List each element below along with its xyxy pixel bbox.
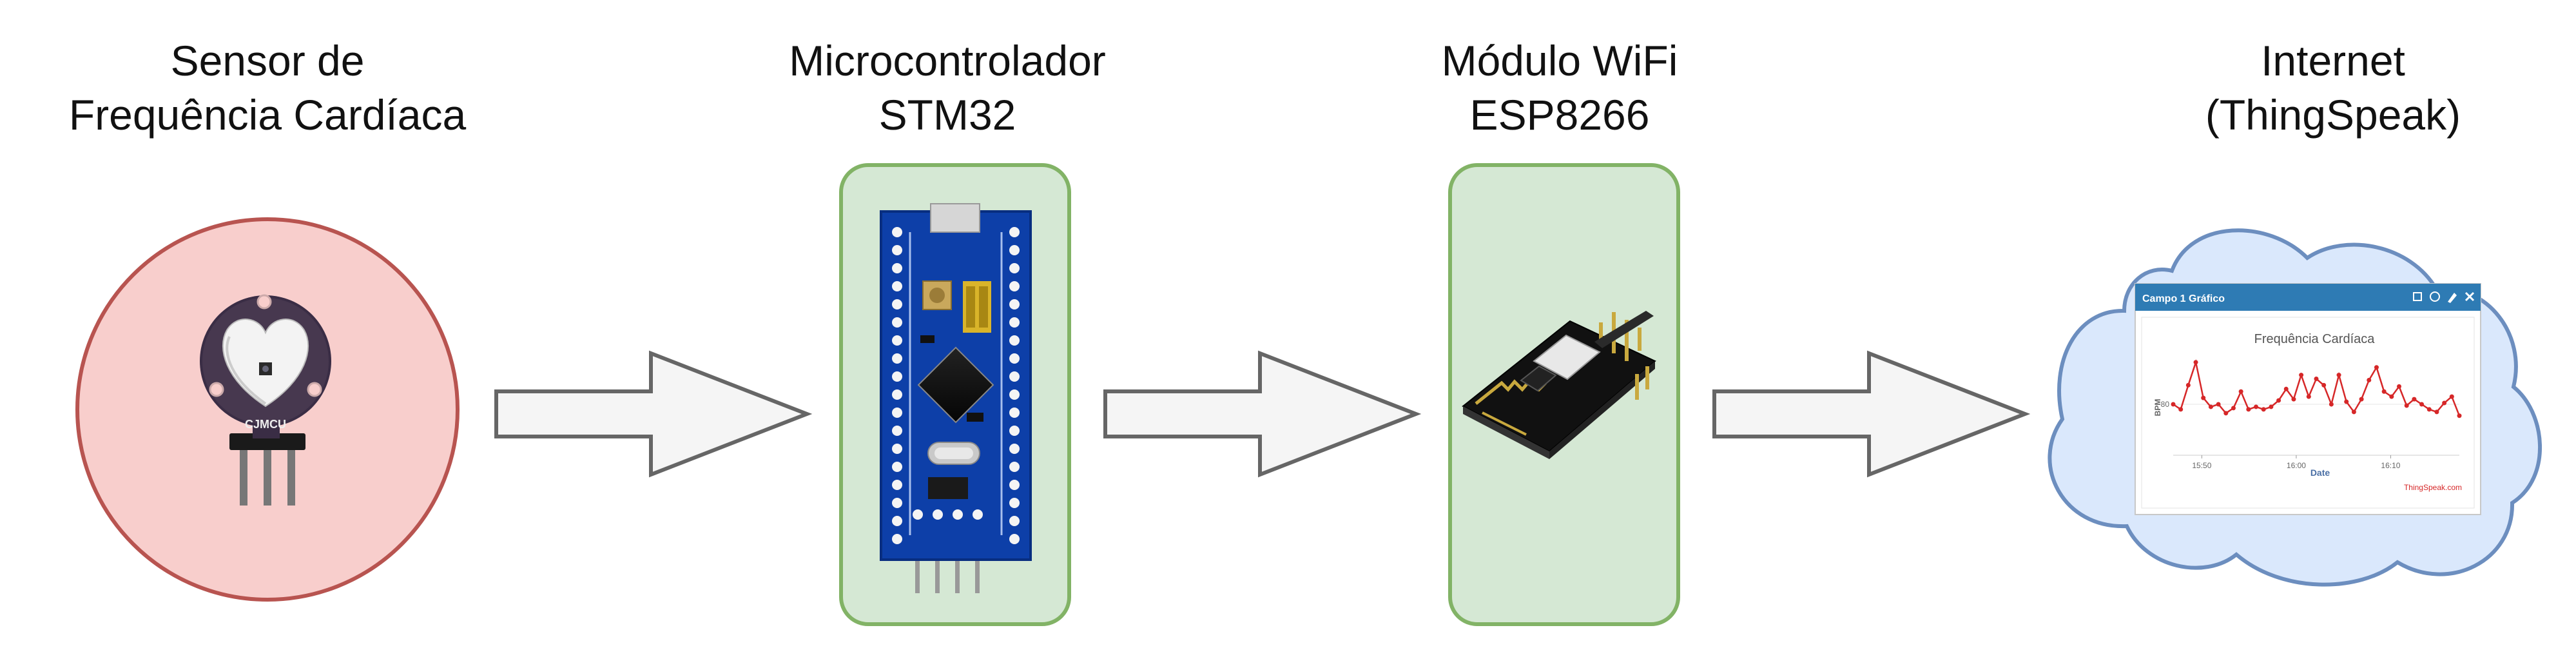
data-point (2185, 382, 2191, 388)
sensor-icon: CJMCU (200, 294, 331, 506)
data-point (2291, 397, 2296, 402)
data-point (2442, 400, 2447, 406)
data-point (2223, 411, 2229, 416)
data-point (2367, 377, 2372, 382)
stage-title-internet: Internet (ThingSpeak) (2101, 34, 2565, 142)
data-point (2321, 382, 2327, 388)
widget-header-icons (2413, 291, 2475, 303)
external-link-icon[interactable] (2413, 292, 2422, 301)
data-point (2457, 413, 2462, 418)
data-point (2201, 395, 2206, 400)
comment-icon[interactable] (2430, 291, 2440, 302)
stm32-board-icon (880, 203, 1032, 593)
stage-title-sensor-line1: Sensor de (170, 37, 365, 84)
widget-header (2135, 284, 2481, 311)
stage-title-sensor-line2: Frequência Cardíaca (68, 91, 467, 139)
stage-title-mcu-line2: STM32 (878, 91, 1016, 139)
data-point (2269, 404, 2274, 409)
data-point (2238, 389, 2243, 394)
data-point (2306, 394, 2311, 399)
data-point (2216, 402, 2221, 407)
x-tick-label: 16:10 (2381, 461, 2400, 470)
data-point (2276, 398, 2281, 403)
y-tick-label: 80 (2161, 400, 2170, 409)
data-point (2178, 407, 2184, 412)
arrow-sensor-to-mcu (494, 350, 813, 478)
close-icon[interactable] (2465, 291, 2475, 302)
edit-pencil-icon[interactable] (2448, 293, 2457, 303)
data-point (2351, 409, 2356, 415)
mcu-node (839, 163, 1071, 626)
data-point (2344, 399, 2349, 404)
chart-title: Frequência Cardíaca (2254, 332, 2376, 346)
arrow-wifi-to-internet (1712, 350, 2031, 478)
data-point (2359, 397, 2364, 402)
stage-title-mcu-line1: Microcontrolador (789, 37, 1106, 84)
data-point (2283, 386, 2289, 391)
y-axis-label: BPM (2153, 399, 2162, 417)
data-point (2426, 407, 2432, 412)
x-axis-label: Date (2310, 467, 2330, 478)
x-tick-label: 16:00 (2287, 461, 2306, 470)
data-point (2314, 377, 2319, 381)
data-point (2389, 394, 2394, 399)
data-point (2193, 360, 2198, 365)
esp8266-module-icon (1462, 311, 1656, 459)
data-point (2336, 373, 2341, 378)
data-point (2299, 373, 2304, 378)
data-point (2171, 402, 2176, 407)
data-point (2246, 407, 2251, 412)
data-point (2329, 402, 2334, 407)
internet-node: Campo 1 Gráfico Frequência Cardíaca BPM … (2048, 228, 2542, 587)
data-point (2434, 409, 2439, 415)
data-point (2374, 365, 2379, 370)
stage-title-wifi-line2: ESP8266 (1469, 91, 1650, 139)
stage-title-mcu: Microcontrolador STM32 (728, 34, 1167, 142)
thingspeak-credit: ThingSpeak.com (2404, 483, 2462, 492)
wifi-node (1448, 163, 1680, 626)
data-point (2397, 384, 2402, 389)
data-point (2261, 407, 2266, 412)
data-point (2381, 389, 2387, 394)
x-tick-label: 15:50 (2192, 461, 2211, 470)
data-point (2231, 406, 2236, 411)
stage-title-internet-line2: (ThingSpeak) (2205, 91, 2461, 139)
data-point (2449, 394, 2454, 399)
data-point (2208, 404, 2213, 409)
sensor-brand-label: CJMCU (245, 418, 286, 431)
data-point (2419, 402, 2425, 407)
stage-title-wifi-line1: Módulo WiFi (1441, 37, 1678, 84)
stage-title-sensor: Sensor de Frequência Cardíaca (0, 34, 535, 142)
data-point (2404, 403, 2409, 408)
data-point (2412, 397, 2417, 402)
arrow-mcu-to-wifi (1103, 350, 1422, 478)
stage-title-internet-line1: Internet (2261, 37, 2405, 84)
stage-title-wifi: Módulo WiFi ESP8266 (1347, 34, 1772, 142)
plot-area: 80 15:50 16:00 16:10 (2161, 359, 2462, 470)
widget-header-title: Campo 1 Gráfico (2142, 293, 2225, 304)
data-point (2254, 404, 2259, 409)
thingspeak-widget: Campo 1 Gráfico Frequência Cardíaca BPM … (2135, 283, 2481, 515)
sensor-node: CJMCU (75, 217, 460, 602)
